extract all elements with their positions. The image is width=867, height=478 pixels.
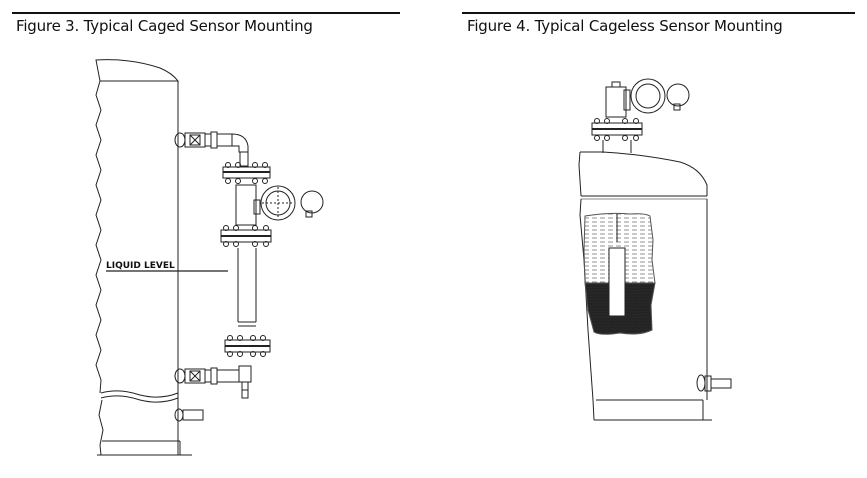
- figure-3-upper-flange: [222, 162, 271, 184]
- figure-3-sensor-head: [235, 184, 324, 226]
- liquid-level-label: LIQUID LEVEL: [106, 261, 175, 271]
- figure-3-caption: Figure 3. Typical Caged Sensor Mounting: [16, 17, 313, 35]
- figure-4-flange: [591, 118, 643, 153]
- figure-3-cage-body: [237, 248, 257, 327]
- figure-4-outlet-pipe: [696, 374, 732, 392]
- figure-4-caption: Figure 4. Typical Cageless Sensor Mounti…: [467, 17, 783, 35]
- figure-3-bottom-flange: [224, 335, 271, 357]
- figure-3-top-rule: [12, 12, 400, 14]
- figure-4-liquid-cutaway: [583, 212, 656, 335]
- figure-3-vessel: [95, 59, 204, 456]
- figure-4-top-rule: [462, 12, 855, 14]
- figure-3-upper-pipe: [174, 131, 249, 167]
- figure-3-lower-pipe: [174, 365, 252, 399]
- figure-3-lower-flange-top: [220, 225, 272, 247]
- figure-4-sensor-head: [605, 78, 690, 118]
